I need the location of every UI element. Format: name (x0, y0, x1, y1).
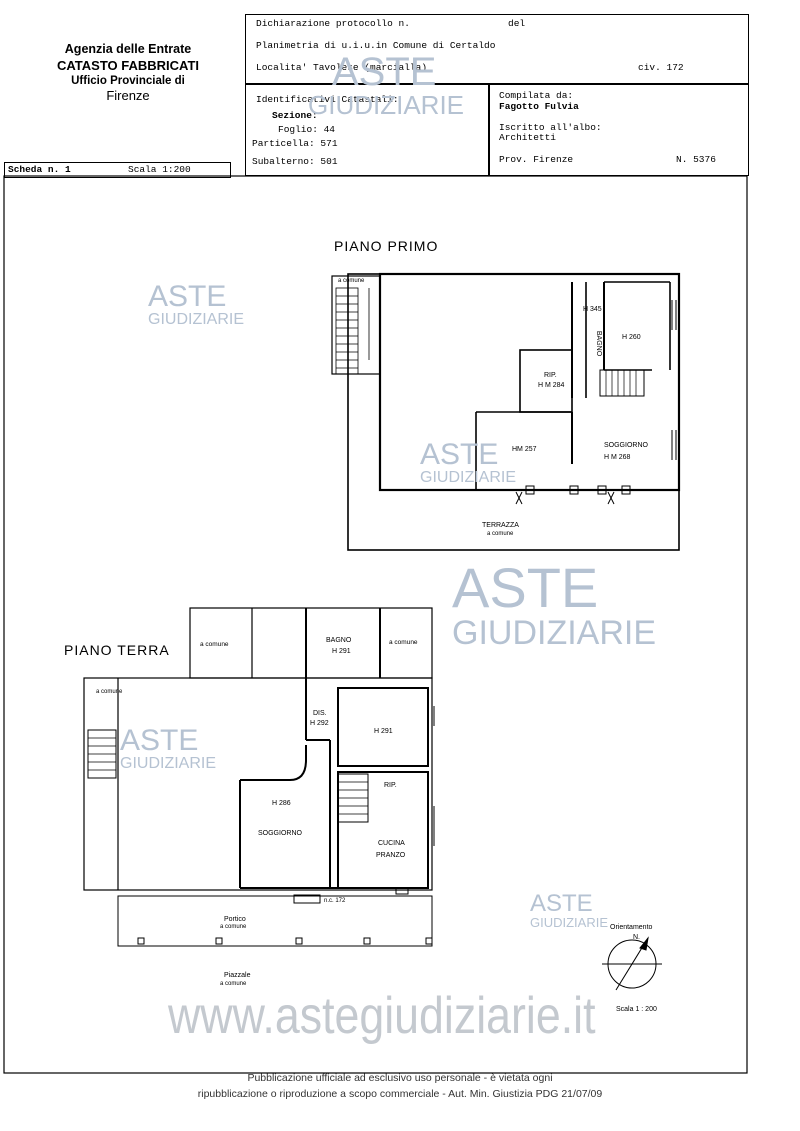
subalterno: Subalterno: 501 (252, 156, 338, 167)
foglio: Foglio: 44 (278, 124, 336, 135)
pt-h291a: H 291 (332, 648, 351, 655)
pt-a-comune-2: a comune (389, 639, 418, 646)
footer-line-2: ripubblicazione o riproduzione a scopo c… (197, 1088, 603, 1100)
pt-h286: H 286 (272, 800, 291, 807)
footer-line-1: Pubblicazione ufficiale ad esclusivo uso… (247, 1072, 553, 1084)
pt-civic: n.c. 172 (324, 898, 346, 904)
pt-pranzo: PRANZO (376, 852, 406, 859)
watermark-site: www.astegiudiziarie.it (168, 987, 596, 1045)
province: Prov. Firenze (499, 154, 574, 165)
civic-number: civ. 172 (638, 62, 684, 73)
pp-hm268: H M 268 (604, 454, 631, 461)
declaration-box (245, 14, 749, 84)
watermark-left-top: ASTE GIUDIZIARIE (148, 280, 245, 328)
scheda-box (4, 162, 231, 178)
pt-piazzale: Piazzale (224, 972, 251, 979)
iscritto: Iscritto all'albo: (499, 122, 602, 133)
locality: Localita' Tavolese (marcialla) (256, 62, 428, 73)
pt-a-comune-1: a comune (200, 641, 229, 648)
ident-title: Identificativi Catastali: (256, 94, 399, 105)
pt-bagno: BAGNO (326, 637, 352, 644)
pp-hm257: HM 257 (512, 446, 537, 453)
agency-block: Agenzia delle Entrate CATASTO FABBRICATI… (28, 42, 228, 103)
agency-name: Agenzia delle Entrate (64, 42, 192, 56)
north-compass-icon (602, 936, 662, 991)
pp-terrazza: TERRAZZA (482, 522, 519, 529)
particella: Particella: 571 (252, 138, 338, 149)
pt-a-comune-3: a comune (96, 689, 123, 695)
drawing-frame (3, 175, 748, 1074)
pt-soggiorno: SOGGIORNO (258, 830, 302, 837)
scale-header: Scala 1:200 (128, 164, 191, 175)
office-city: Firenze (106, 88, 150, 103)
first-floor-walls (378, 272, 681, 492)
common-stair-area (331, 275, 381, 375)
pp-soggiorno: SOGGIORNO (604, 442, 648, 449)
pt-cucina: CUCINA (378, 840, 405, 847)
pp-hm284: H M 284 (538, 382, 565, 389)
albo: Architetti (499, 132, 557, 143)
declaration-date: del (508, 18, 526, 29)
ground-floor-title: PIANO TERRA (64, 642, 170, 658)
pp-terrazza-sub: a comune (487, 531, 514, 537)
sezione: Sezione: (272, 110, 318, 121)
pt-rip: RIP. (384, 782, 397, 789)
watermark-top: ASTE GIUDIZIARIE (308, 50, 465, 120)
north-label: N. (633, 934, 640, 941)
cadastre-name: CATASTO FABBRICATI (56, 58, 200, 73)
orientation-label: Orientamento (610, 924, 653, 931)
pt-h291b: H 291 (374, 728, 393, 735)
pt-piazzale-sub: a comune (220, 981, 247, 987)
compiler-name: Fagotto Fulvia (499, 101, 579, 112)
first-floor-title: PIANO PRIMO (334, 238, 439, 254)
pp-bagno: BAGNO (595, 330, 603, 357)
pt-portico-sub: a comune (220, 924, 247, 930)
registration-number: N. 5376 (676, 154, 716, 165)
plan-line: Planimetria di u.i.u.in Comune di Certal… (256, 40, 496, 51)
ground-floor-outline (83, 677, 433, 891)
drawing-scale: Scala 1 : 200 (616, 1006, 657, 1013)
office-name: Ufficio Provinciale di (71, 75, 185, 87)
compilata: Compilata da: (499, 90, 574, 101)
pp-rip: RIP. (544, 372, 557, 379)
watermark-center: ASTE GIUDIZIARIE (420, 438, 517, 486)
pt-portico: Portico (224, 916, 246, 923)
pp-h345: H 345 (583, 306, 602, 313)
pp-h260: H 260 (622, 334, 641, 341)
pt-dis: DIS. (313, 710, 327, 717)
scheda: Scheda n. 1 (8, 164, 71, 175)
watermark-left-bottom: ASTE GIUDIZIARIE (120, 724, 217, 772)
declaration-line: Dichiarazione protocollo n. (256, 18, 410, 29)
watermark-bottom-right: ASTE GIUDIZIARIE (530, 890, 609, 930)
pt-h292: H 292 (310, 720, 329, 727)
watermark-large: ASTE GIUDIZIARIE (452, 556, 657, 652)
pp-a-comune: a comune (338, 278, 365, 284)
